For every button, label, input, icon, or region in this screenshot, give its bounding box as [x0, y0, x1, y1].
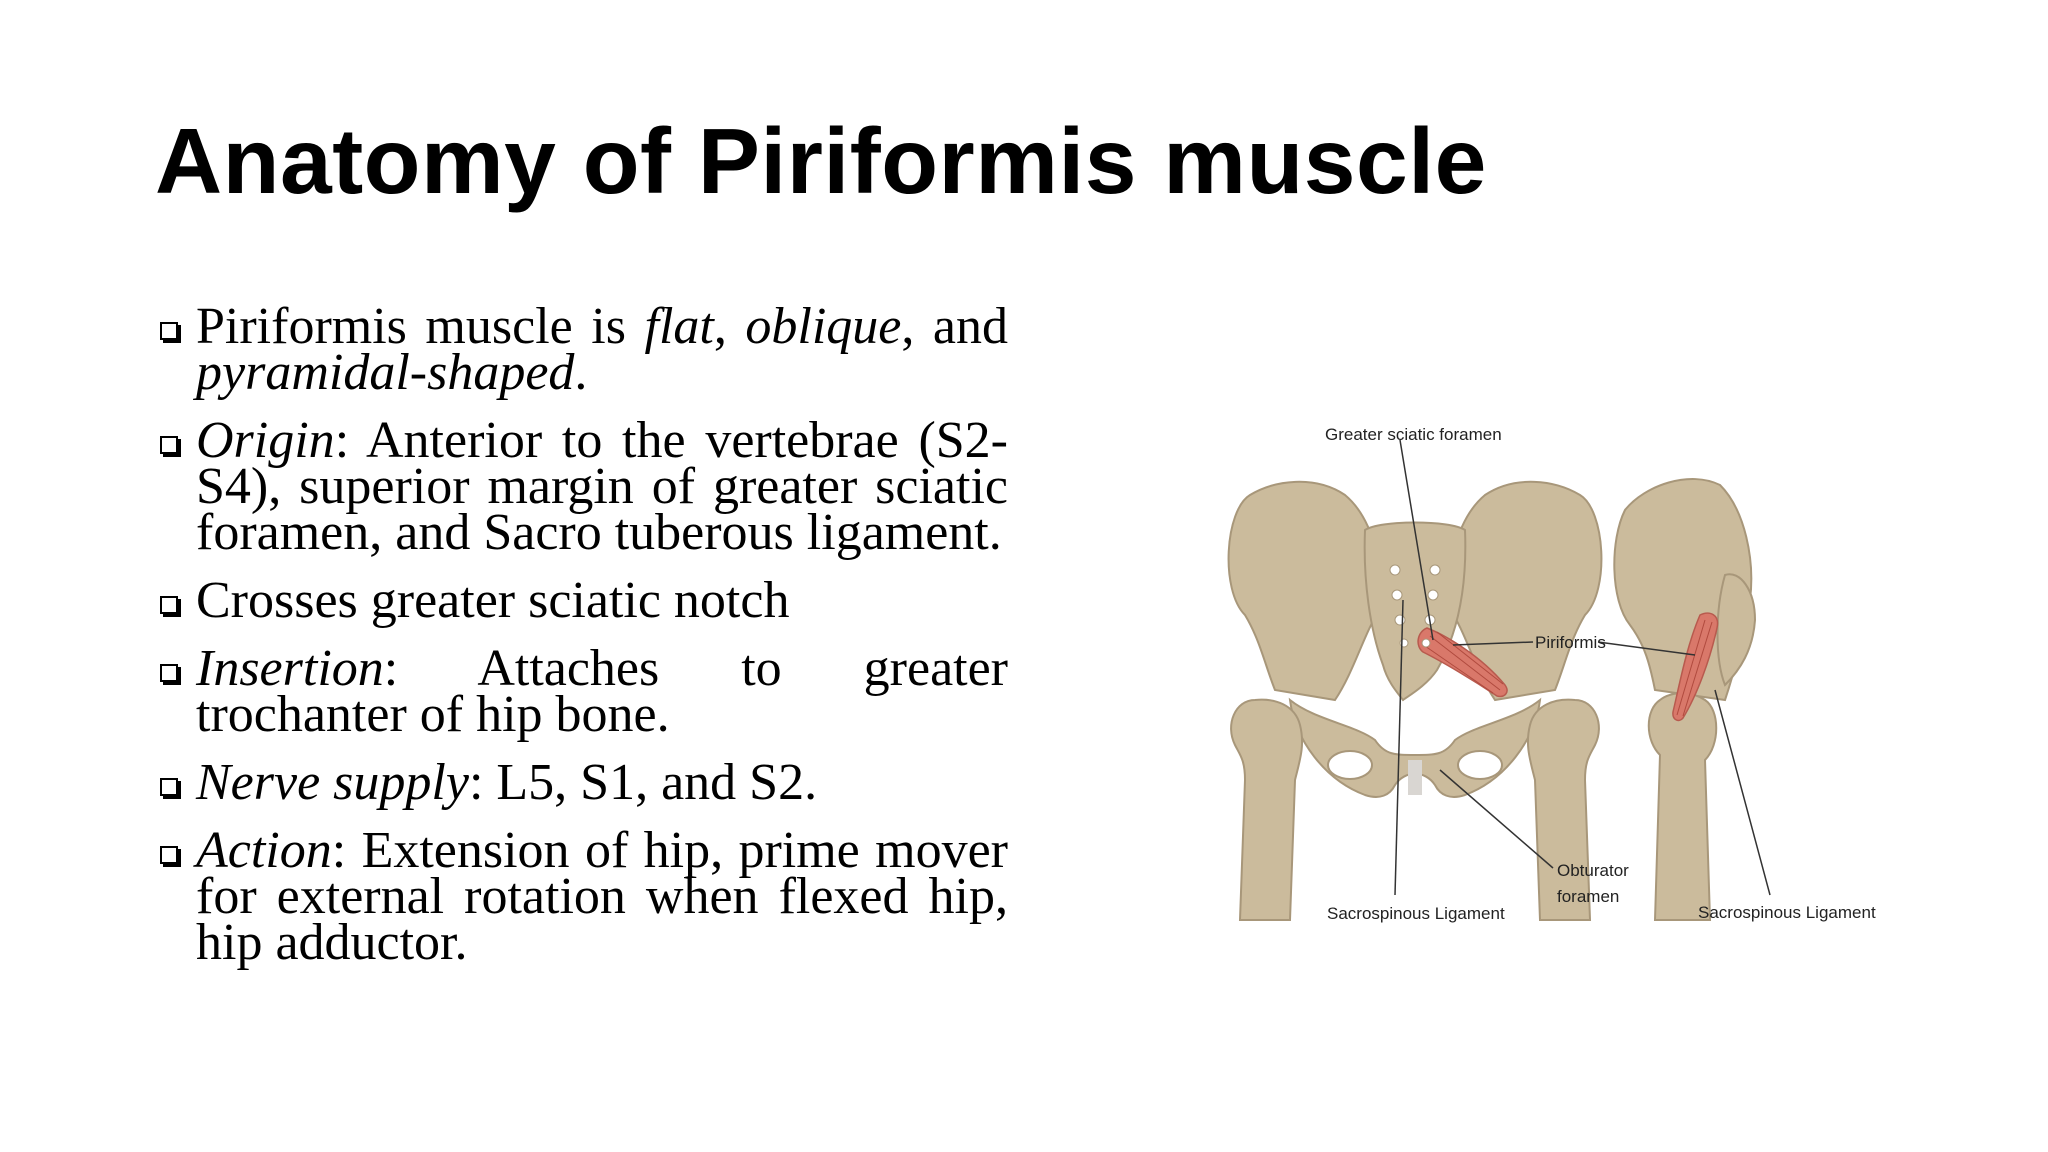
italic-term: Nerve supply: [196, 754, 469, 811]
pelvis-front-view: [1227, 480, 1603, 921]
muscle-fiber: [1436, 631, 1504, 685]
bullet-item-shape: Piriformis muscle is flat, oblique, and …: [158, 301, 1008, 399]
bullet-text-run: : L5, S1, and S2.: [468, 754, 818, 811]
bullet-text-run: : Extension of hip, prime mover for exte…: [196, 822, 1008, 971]
bullet-list: Piriformis muscle is flat, oblique, and …: [158, 301, 1008, 988]
left-iliac-wing: [1227, 480, 1383, 702]
bullet-text: Piriformis muscle is flat, oblique, and …: [196, 298, 1008, 401]
obturator-foramen-shape: [1327, 750, 1373, 780]
italic-term: pyramidal-shaped: [196, 344, 575, 401]
bullet-text-run: : Attaches to greater trochanter of hip …: [196, 640, 1008, 743]
pelvis-illustration: Greater sciatic foramen Piriformis Obtur…: [1227, 425, 1876, 923]
bullet-item-nerve-supply: Nerve supply: L5, S1, and S2.: [158, 757, 1008, 809]
bullet-item-crosses: Crosses greater sciatic notch: [158, 575, 1008, 627]
label-greater-sciatic-foramen: Greater sciatic foramen: [1325, 425, 1502, 444]
left-femur: [1230, 698, 1304, 921]
muscle-fiber: [1429, 635, 1501, 691]
muscle-fiber: [1424, 645, 1494, 694]
bullet-text-run: , and: [901, 298, 1008, 355]
italic-term: oblique: [745, 298, 902, 355]
checkbox-bullet-icon: [160, 664, 178, 682]
muscle-fiber: [1676, 619, 1706, 716]
label-sacrospinous-ligament-left: Sacrospinous Ligament: [1327, 904, 1505, 923]
bullet-text-run: .: [574, 344, 588, 401]
slide-title: Anatomy of Piriformis muscle: [155, 109, 1487, 213]
checkbox-bullet-icon: [160, 322, 178, 340]
label-sacrospinous-ligament-right: Sacrospinous Ligament: [1698, 903, 1876, 922]
label-obturator-line1: Obturator: [1557, 861, 1629, 880]
pelvis-anatomy-figure: Greater sciatic foramen Piriformis Obtur…: [1205, 400, 1905, 960]
checkbox-bullet-icon: [160, 596, 178, 614]
bullet-text-run: ,: [713, 298, 746, 355]
obturator-foramen-shape: [1457, 750, 1503, 780]
pubic-symphysis: [1408, 760, 1422, 795]
bullet-item-action: Action: Extension of hip, prime mover fo…: [158, 825, 1008, 969]
right-femur: [1526, 698, 1600, 921]
italic-term: flat: [644, 298, 714, 355]
label-obturator-line2: foramen: [1557, 887, 1619, 906]
piriformis-muscle-front: [1417, 627, 1508, 698]
checkbox-bullet-icon: [160, 778, 178, 796]
lateral-femur: [1647, 692, 1718, 921]
muscle-fiber: [1682, 621, 1713, 717]
lateral-sacrum: [1716, 573, 1757, 687]
checkbox-bullet-icon: [160, 436, 178, 454]
bullet-text-run: Crosses greater sciatic notch: [196, 572, 790, 629]
checkbox-bullet-icon: [160, 846, 178, 864]
leader-lines: [1394, 439, 1771, 896]
bullet-text: Nerve supply: L5, S1, and S2.: [196, 754, 817, 811]
bullet-item-origin: Origin: Anterior to the vertebrae (S2-S4…: [158, 415, 1008, 559]
pelvis-lateral-view: [1613, 478, 1757, 921]
label-piriformis: Piriformis: [1535, 633, 1606, 652]
bullet-text: Origin: Anterior to the vertebrae (S2-S4…: [196, 412, 1008, 561]
bullet-text: Crosses greater sciatic notch: [196, 572, 789, 629]
sacrum: [1363, 521, 1467, 702]
bullet-item-insertion: Insertion: Attaches to greater trochante…: [158, 643, 1008, 741]
bullet-text: Action: Extension of hip, prime mover fo…: [196, 822, 1008, 971]
bullet-text: Insertion: Attaches to greater trochante…: [196, 640, 1008, 743]
bullet-text-run: : Anterior to the vertebrae (S2-S4), sup…: [196, 412, 1008, 561]
